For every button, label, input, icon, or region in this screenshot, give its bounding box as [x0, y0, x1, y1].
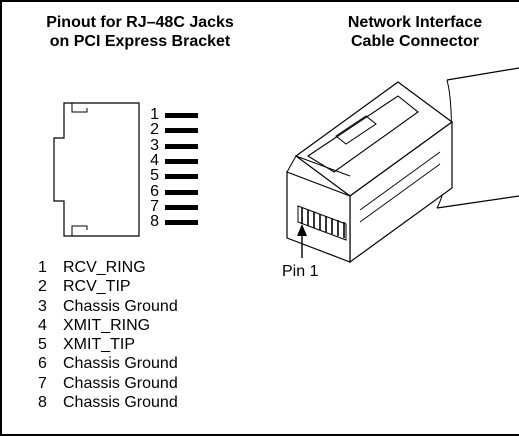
legend-row: 2 RCV_TIP: [38, 277, 178, 296]
legend-pin-number: 3: [38, 297, 47, 315]
jack-pin-number: 1: [150, 106, 159, 123]
jack-pin-number: 4: [150, 151, 159, 169]
legend-signal-label: XMIT_RING: [63, 316, 151, 334]
cable-connector-title-line-2: Cable Connector: [350, 33, 479, 50]
legend-signal-label: XMIT_TIP: [63, 336, 136, 354]
connector-contacts: [301, 208, 345, 238]
legend-pin-number: 1: [38, 259, 47, 276]
jack-pin-number: 2: [150, 121, 159, 139]
jack-socket-outline-inner: [71, 103, 88, 236]
jack-pin-number: 8: [150, 213, 159, 231]
jack-pin-number: 3: [150, 136, 159, 154]
jack-pinout-title: Pinout for RJ–48C Jacks on PCI Express B…: [20, 13, 260, 51]
connector-front-lip: [286, 155, 351, 177]
jack-pin-contact-bar: [165, 113, 198, 118]
jack-pinout-title-line-1: Pinout for RJ–48C Jacks: [46, 14, 234, 31]
cable-connector-title-line-1: Network Interface: [347, 14, 483, 31]
legend-signal-label: Chassis Ground: [63, 394, 178, 412]
legend-signal-label: Chassis Ground: [63, 297, 178, 315]
legend-pin-number: 4: [38, 316, 47, 334]
legend-pin-number: 6: [38, 355, 47, 373]
legend-row: 7 Chassis Ground: [38, 374, 178, 393]
legend-signal-label: Chassis Ground: [63, 355, 178, 373]
pin1-label: Pin 1: [282, 263, 319, 280]
legend-signal-label: RCV_TIP: [63, 278, 131, 296]
connector-contact-window: [297, 205, 347, 241]
legend-row: 4 XMIT_RING: [38, 316, 178, 335]
legend-pin-number: 5: [38, 336, 47, 354]
legend-pin-number: 7: [38, 374, 47, 392]
jack-pinout-title-line-2: on PCI Express Bracket: [49, 33, 231, 50]
jack-pin-contact-bar: [165, 174, 198, 180]
legend-row: 5 XMIT_TIP: [38, 335, 178, 354]
legend-signal-label: RCV_RING: [63, 259, 146, 276]
jack-pin-contact-bar: [165, 189, 198, 195]
jack-socket-outline: [53, 102, 140, 237]
legend-row: 1 RCV_RING: [38, 258, 178, 277]
connector-front-face: [286, 171, 351, 263]
jack-pin-number: 5: [150, 167, 159, 185]
jack-pin-contact-bar: [165, 204, 198, 210]
jack-pin-number: 6: [150, 182, 159, 200]
legend-row: 8 Chassis Ground: [38, 393, 178, 412]
legend-pin-number: 8: [38, 394, 47, 412]
cable-connector-title: Network Interface Cable Connector: [310, 13, 519, 51]
jack-pin-contact-bar: [165, 158, 198, 164]
connector-locking-tab-notch: [335, 115, 377, 145]
jack-pin-contact-bar: [165, 220, 198, 226]
jack-pin-number: 7: [150, 197, 159, 215]
connector-side-ridge: [359, 151, 441, 223]
pin1-arrow-head: [297, 224, 307, 236]
legend-row: 6 Chassis Ground: [38, 354, 178, 373]
cable: [436, 67, 519, 209]
jack-pin-contact-bar: [165, 128, 198, 134]
legend-signal-label: Chassis Ground: [63, 374, 178, 392]
legend-row: 3 Chassis Ground: [38, 297, 178, 316]
jack-pin-contact-bar: [165, 143, 198, 149]
legend-pin-number: 2: [38, 278, 47, 296]
